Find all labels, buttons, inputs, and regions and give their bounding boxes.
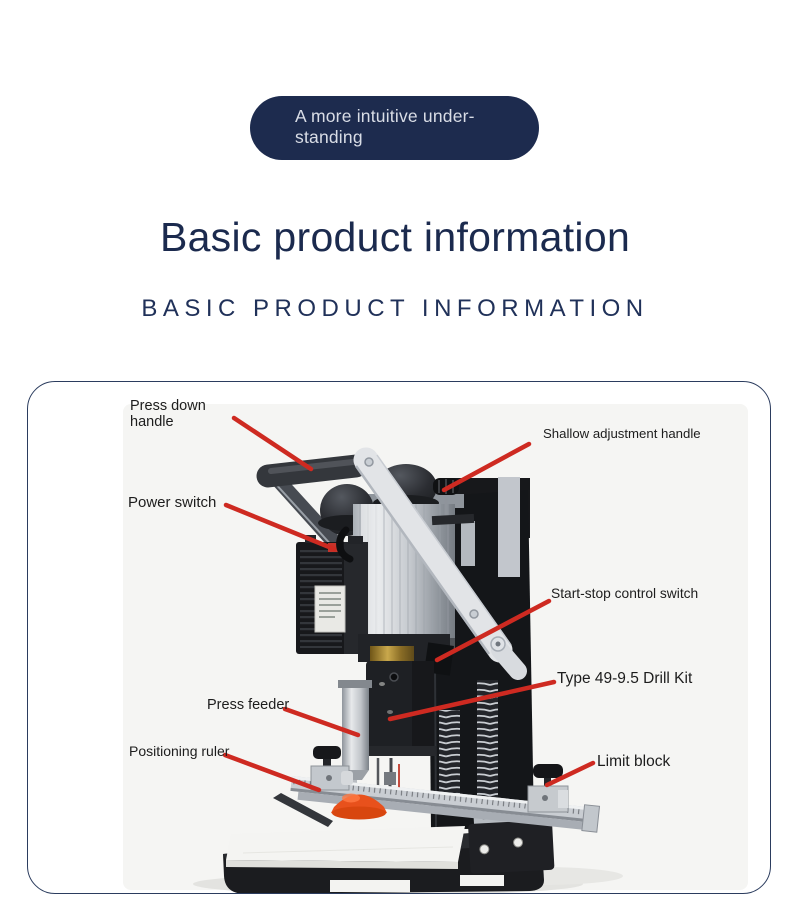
brass-chuck-ring [370,646,414,661]
machine-base [223,826,544,893]
intro-badge-line1: A more intuitive under- [295,106,475,126]
label-positioning-ruler: Positioning ruler [129,743,230,759]
support-bracket [273,793,333,827]
arrow-limit-block [544,760,596,788]
boring-bit [384,772,396,785]
ruler-stop-clamp [310,746,353,791]
label-power-switch: Power switch [128,494,217,511]
cutting-board [226,826,465,862]
suction-cup [331,793,387,820]
electronics-box [296,535,368,654]
arrow-start-stop-switch [434,598,552,663]
label-press-feeder: Press feeder [207,697,290,713]
label-limit-block: Limit block [597,753,671,770]
label-press-down-handle: Press down handle [130,398,206,430]
intro-badge: A more intuitive under- standing [250,96,539,160]
arrow-positioning-ruler [222,752,322,793]
arrow-press-down-handle [231,415,314,472]
intro-badge-text: A more intuitive under- standing [250,96,539,148]
limit-block-part [527,764,569,813]
machine-illustration [123,404,748,893]
arrow-shallow-adjustment [441,441,532,493]
page-subtitle: BASIC PRODUCT INFORMATION [141,295,649,322]
arrow-drill-kit [387,679,557,722]
label-shallow-adjustment-handle: Shallow adjustment handle [543,426,701,441]
diagram-panel [27,381,771,894]
label-type-drill-kit: Type 49-9.5 Drill Kit [557,670,693,687]
lever-arm [353,447,527,680]
intro-badge-line2: standing [295,127,363,147]
callout-arrows [222,415,596,793]
power-cable [336,526,354,563]
arrow-press-feeder [282,706,361,738]
page-title: Basic product information [159,214,631,260]
arrow-power-switch [223,502,337,552]
drill-head-assembly [358,634,454,795]
label-start-stop-control-switch: Start-stop control switch [551,586,699,601]
press-feeder-part [338,680,372,796]
